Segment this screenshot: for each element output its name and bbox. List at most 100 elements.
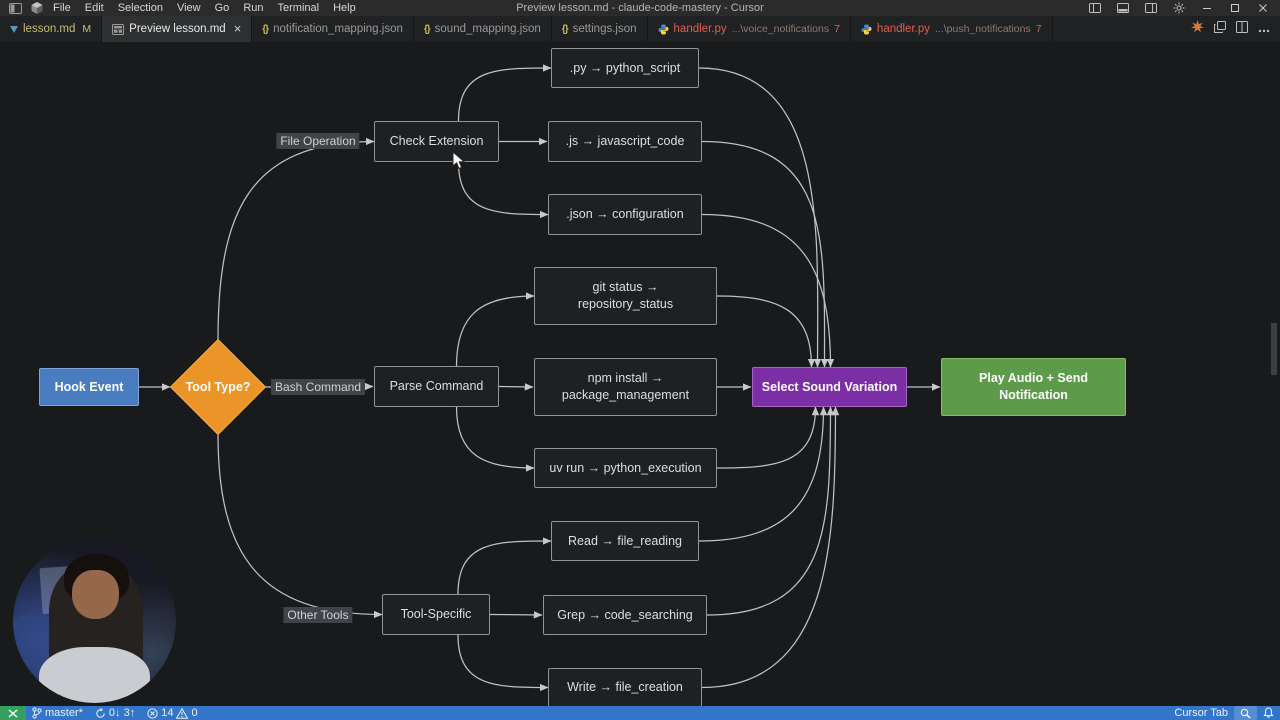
flowchart-node-play: Play Audio + SendNotification <box>941 358 1126 416</box>
flowchart-node-select: Select Sound Variation <box>752 367 907 407</box>
menu-item-selection[interactable]: Selection <box>111 0 170 16</box>
flowchart-edge-write-select <box>702 407 836 688</box>
menu-item-view[interactable]: View <box>170 0 208 16</box>
close-icon[interactable] <box>1250 0 1276 16</box>
sync-counts: 0↓ 3↑ <box>109 707 135 719</box>
minimize-icon[interactable] <box>1194 0 1220 16</box>
problems-status[interactable]: 14 0 <box>141 706 203 720</box>
sidebar-toggle-icon[interactable] <box>6 1 24 15</box>
node-label: Grep → code_searching <box>557 607 693 624</box>
tab-notification-mapping-json-2[interactable]: {}notification_mapping.json <box>252 16 414 42</box>
remote-indicator[interactable] <box>0 706 26 720</box>
edge-label-lbl_file: File Operation <box>276 133 359 149</box>
flowchart-edge-git-select <box>717 296 812 367</box>
node-label: Tool Type? <box>186 379 251 396</box>
menu-item-terminal[interactable]: Terminal <box>271 0 327 16</box>
menu-item-edit[interactable]: Edit <box>78 0 111 16</box>
node-label: Hook Event <box>55 379 124 396</box>
node-label: package_management <box>562 387 689 404</box>
edge-label-lbl_bash: Bash Command <box>271 379 365 395</box>
tab-sound-mapping-json-3[interactable]: {}sound_mapping.json <box>414 16 552 42</box>
menu-bar: FileEditSelectionViewGoRunTerminalHelp <box>46 0 363 16</box>
panel-right-icon[interactable] <box>1138 0 1164 16</box>
more-actions-icon[interactable] <box>1258 20 1270 38</box>
preview-icon <box>112 24 124 35</box>
node-label: uv run → python_execution <box>549 460 701 477</box>
node-label: Write → file_creation <box>567 679 683 696</box>
git-sync-status[interactable]: 0↓ 3↑ <box>89 706 141 720</box>
flowchart-edge-read-select <box>699 407 824 541</box>
screencast-zoom-icon[interactable] <box>1234 706 1257 720</box>
tab-handler-py-6[interactable]: handler.py...\push_notifications7 <box>851 16 1053 42</box>
menu-item-help[interactable]: Help <box>326 0 363 16</box>
sync-icon <box>95 708 106 719</box>
flowchart-node-read: Read → file_reading <box>551 521 699 561</box>
flowchart-edge-parse_cmd-npm <box>499 387 533 388</box>
node-label: Check Extension <box>390 133 484 150</box>
menu-item-file[interactable]: File <box>46 0 78 16</box>
titlebar: FileEditSelectionViewGoRunTerminalHelp P… <box>0 0 1280 16</box>
tab-handler-py-5[interactable]: handler.py...\voice_notifications7 <box>648 16 851 42</box>
webcam-person-shirt <box>39 647 150 703</box>
flowchart-node-tool_type: Tool Type? <box>171 340 265 434</box>
flowchart-edge-check_ext-py <box>459 68 552 121</box>
flowchart-edge-tool_type-check_ext <box>218 142 374 341</box>
edge-label-lbl_other: Other Tools <box>283 607 352 623</box>
bell-icon[interactable] <box>1257 706 1280 720</box>
flowchart-node-git: git status →repository_status <box>534 267 717 325</box>
editor-scrollbar[interactable] <box>1271 323 1277 375</box>
cursor-tab-status[interactable]: Cursor Tab <box>1168 706 1234 720</box>
tabs-container: lesson.mdMPreview lesson.md×{}notificati… <box>0 16 1181 42</box>
warnings-icon <box>176 708 188 719</box>
node-label: npm install → <box>588 370 664 387</box>
flowchart-node-jsonx: .json → configuration <box>548 194 702 235</box>
flowchart-edge-parse_cmd-uv <box>457 407 535 468</box>
copy-icon[interactable] <box>1214 20 1226 38</box>
node-label: repository_status <box>578 296 673 313</box>
flowchart-edge-tool_spec-read <box>458 541 551 594</box>
flowchart-node-grep: Grep → code_searching <box>543 595 707 635</box>
tab-lesson-md-0[interactable]: lesson.mdM <box>0 16 102 42</box>
flowchart-node-npm: npm install →package_management <box>534 358 717 416</box>
menu-item-go[interactable]: Go <box>208 0 237 16</box>
errors-icon <box>147 708 158 719</box>
webcam-person-face <box>72 570 119 619</box>
flowchart-edge-tool_type-tool_spec <box>218 434 382 615</box>
flowchart-edge-tool_spec-grep <box>490 615 542 616</box>
flowchart-node-py: .py → python_script <box>551 48 699 88</box>
tab-preview-lesson-md-1[interactable]: Preview lesson.md× <box>102 16 252 42</box>
json-icon: {} <box>424 24 430 35</box>
tab-settings-json-4[interactable]: {}settings.json <box>552 16 648 42</box>
tab-path: ...\push_notifications <box>935 23 1031 35</box>
settings-gear-icon[interactable] <box>1166 0 1192 16</box>
node-label: .js → javascript_code <box>566 133 685 150</box>
tab-path: ...\voice_notifications <box>732 23 829 35</box>
webcam-overlay <box>13 539 176 703</box>
maximize-icon[interactable] <box>1222 0 1248 16</box>
node-label: Notification <box>999 387 1068 404</box>
flowchart-edge-jsonx-select <box>702 215 831 368</box>
panel-left-icon[interactable] <box>1082 0 1108 16</box>
panel-bottom-icon[interactable] <box>1110 0 1136 16</box>
node-label: .py → python_script <box>570 60 680 77</box>
json-icon: {} <box>562 24 568 35</box>
tab-problem-count: 7 <box>834 23 840 35</box>
flowchart-node-hook: Hook Event <box>39 368 139 406</box>
flowchart-edge-uv-select <box>717 407 816 468</box>
split-editor-icon[interactable] <box>1236 20 1248 38</box>
flowchart-edge-check_ext-jsonx <box>459 162 549 215</box>
tab-problem-count: 7 <box>1036 23 1042 35</box>
tab-bar: lesson.mdMPreview lesson.md×{}notificati… <box>0 16 1280 42</box>
flowchart-edge-grep-select <box>707 407 831 615</box>
menu-item-run[interactable]: Run <box>236 0 270 16</box>
flowchart-edge-tool_spec-write <box>458 635 548 688</box>
node-label: Tool-Specific <box>401 606 472 623</box>
mouse-cursor <box>452 151 466 175</box>
node-label: Parse Command <box>390 378 484 395</box>
status-bar: master* 0↓ 3↑ 14 0 Cursor Tab <box>0 706 1280 720</box>
flowchart-edge-parse_cmd-git <box>457 296 535 366</box>
sparkle-icon[interactable] <box>1191 20 1204 38</box>
git-branch-status[interactable]: master* <box>26 706 89 720</box>
tab-close-icon[interactable]: × <box>234 24 242 34</box>
flowchart-node-write: Write → file_creation <box>548 668 702 707</box>
